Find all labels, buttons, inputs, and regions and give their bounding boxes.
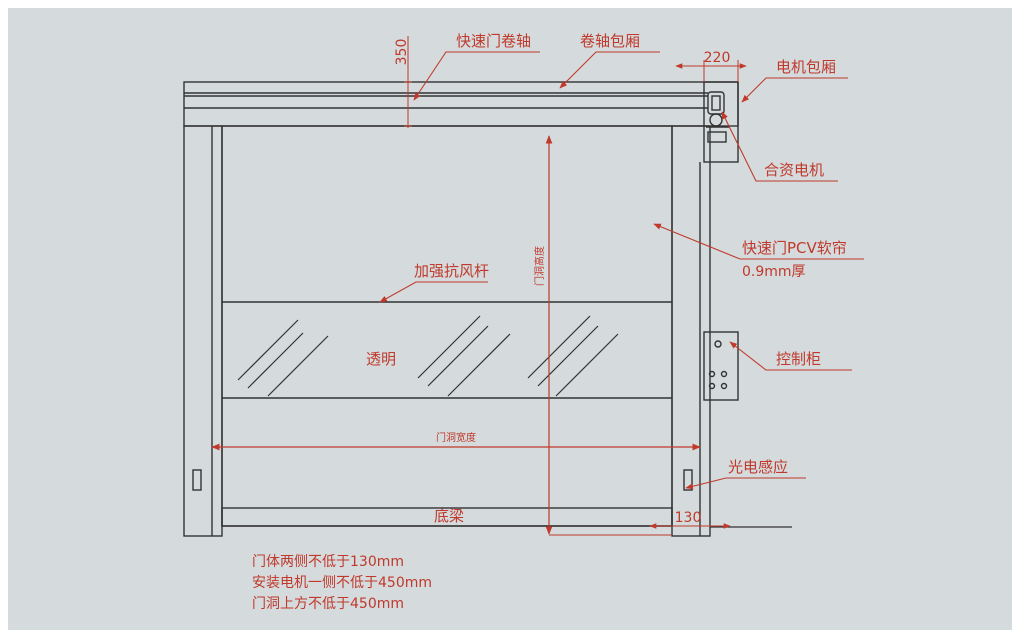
dim-350-label: 350 — [394, 39, 410, 66]
leader-control-box — [729, 341, 852, 371]
control-box — [703, 331, 739, 401]
pvc-curtain-label: 快速门PCV软帘 — [742, 239, 847, 257]
dim-door-height: 门洞高度 — [533, 135, 672, 536]
note-1: 门体两侧不低于130mm — [252, 554, 404, 570]
drawing-background — [8, 8, 1012, 630]
dim-220: 220 — [675, 50, 747, 82]
right-sensor — [683, 469, 693, 491]
door-height-label: 门洞高度 — [533, 246, 546, 286]
note-2: 安装电机一侧不低于450mm — [252, 575, 432, 591]
leader-roller-axis — [413, 51, 540, 101]
dim-door-width: 门洞宽度 — [211, 431, 701, 451]
leader-roller-cover — [559, 51, 660, 89]
left-sensor — [192, 469, 202, 491]
pvc-thickness-label: 0.9mm厚 — [742, 264, 806, 280]
door-width-label: 门洞宽度 — [436, 431, 476, 444]
dim-350: 350 — [394, 36, 412, 128]
leader-motor — [721, 111, 838, 182]
control-box-label: 控制柜 — [776, 350, 821, 368]
bottom-beam-label: 底梁 — [434, 507, 464, 525]
transparent-label: 透明 — [366, 350, 396, 368]
dim-220-label: 220 — [704, 50, 731, 66]
motor-label: 合资电机 — [764, 161, 824, 179]
motor-housing — [703, 81, 739, 163]
note-3: 门洞上方不低于450mm — [252, 596, 404, 612]
dim-130: 130 — [649, 510, 731, 529]
roller-axis-label: 快速门卷轴 — [456, 32, 531, 50]
bottom-beam — [221, 507, 673, 527]
leader-motor-cover — [741, 77, 848, 103]
wind-bar-label: 加强抗风杆 — [414, 262, 489, 280]
leader-pvc-curtain — [653, 223, 864, 260]
dim-130-label: 130 — [675, 510, 702, 526]
motor-cover-label: 电机包厢 — [776, 58, 836, 76]
roller-cover-label: 卷轴包厢 — [580, 32, 640, 50]
leader-wind-bar — [379, 281, 488, 303]
leader-photo-sensor — [685, 477, 806, 490]
photo-sensor-label: 光电感应 — [728, 458, 788, 476]
